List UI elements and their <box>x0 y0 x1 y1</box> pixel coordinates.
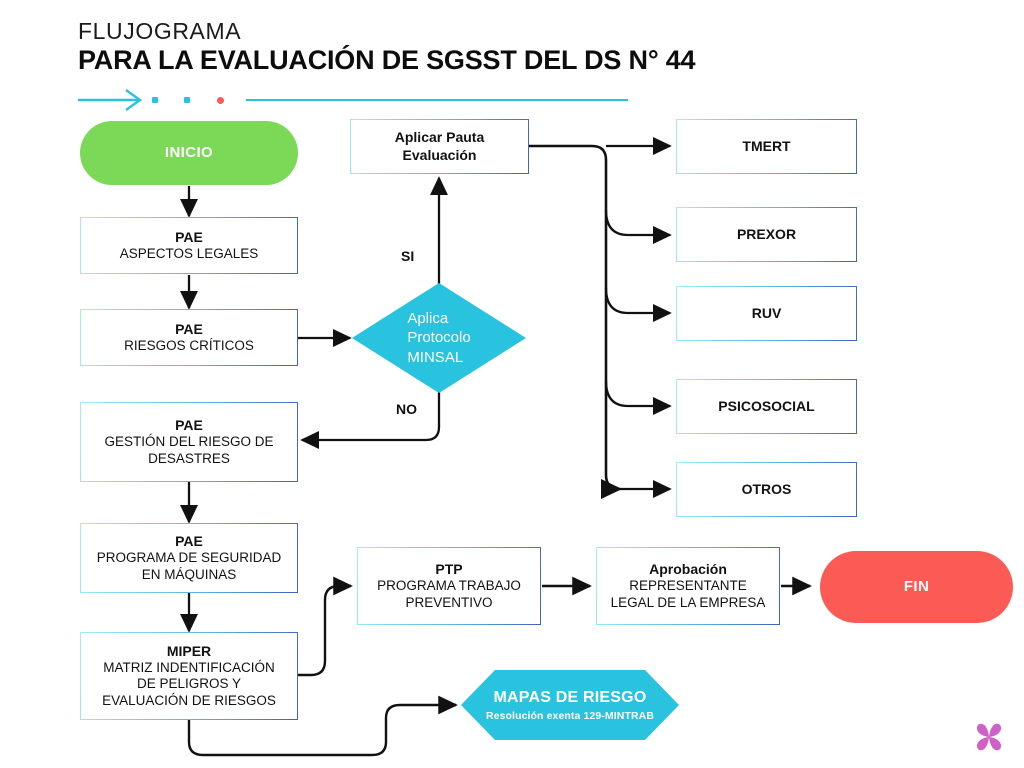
node-pae-aspectos-legales[interactable]: PAE ASPECTOS LEGALES <box>80 217 298 274</box>
node-title: PAE <box>175 532 203 549</box>
edge-miper-to-ptp <box>298 576 353 677</box>
node-mapas-label-group: MAPAS DE RIESGO Resolución exenta 129-MI… <box>461 670 679 740</box>
diamond-shape-icon <box>352 283 526 393</box>
node-pae-riesgos-criticos[interactable]: PAE RIESGOS CRÍTICOS <box>80 309 298 366</box>
node-fin-label: FIN <box>903 577 930 595</box>
node-mapas-subtitle: Resolución exenta 129-MINTRAB <box>485 709 655 722</box>
node-body: Evaluación <box>402 146 477 163</box>
header-kicker: FLUJOGRAMA <box>78 18 242 44</box>
flower-logo-icon <box>972 720 1006 754</box>
node-fin[interactable]: FIN <box>820 551 1013 623</box>
node-aplicar-pauta-evaluacion[interactable]: Aplicar Pauta Evaluación <box>350 119 529 174</box>
node-psicosocial[interactable]: PSICOSOCIAL <box>676 379 857 434</box>
edge-decision-no-to-desastres <box>300 392 441 449</box>
edge-label-no: NO <box>396 401 417 417</box>
rule-svg <box>78 89 628 111</box>
node-label: RUV <box>751 304 782 321</box>
node-label: TMERT <box>742 137 791 154</box>
node-inicio[interactable]: INICIO <box>80 121 298 185</box>
node-label: PREXOR <box>736 225 797 242</box>
node-inicio-label: INICIO <box>164 143 214 161</box>
right-bus <box>529 137 672 500</box>
hexagon-shape-icon <box>461 670 679 740</box>
node-mapas-de-riesgo[interactable]: MAPAS DE RIESGO Resolución exenta 129-MI… <box>461 670 679 740</box>
node-title: Aplicar Pauta <box>394 129 485 146</box>
flower-logo-svg <box>976 723 1002 751</box>
node-title: Aprobación <box>649 560 727 577</box>
node-tmert[interactable]: TMERT <box>676 119 857 174</box>
node-body: ASPECTOS LEGALES <box>119 245 259 261</box>
node-title: MIPER <box>166 642 212 659</box>
node-title: PAE <box>175 416 203 433</box>
edge-label-si: SI <box>401 248 415 264</box>
page-title: PARA LA EVALUACIÓN DE SGSST DEL DS N° 44 <box>78 45 696 75</box>
node-mapas-title: MAPAS DE RIESGO <box>493 688 647 706</box>
node-label: PSICOSOCIAL <box>718 397 815 414</box>
node-title: PAE <box>175 228 203 245</box>
node-label: OTROS <box>741 480 792 497</box>
decorative-rule <box>78 88 628 112</box>
node-ruv[interactable]: RUV <box>676 286 857 341</box>
node-body: RIESGOS CRÍTICOS <box>124 337 254 353</box>
node-title: PTP <box>435 560 463 577</box>
node-title: PAE <box>175 320 203 337</box>
node-otros[interactable]: OTROS <box>676 462 857 517</box>
node-prexor[interactable]: PREXOR <box>676 207 857 262</box>
